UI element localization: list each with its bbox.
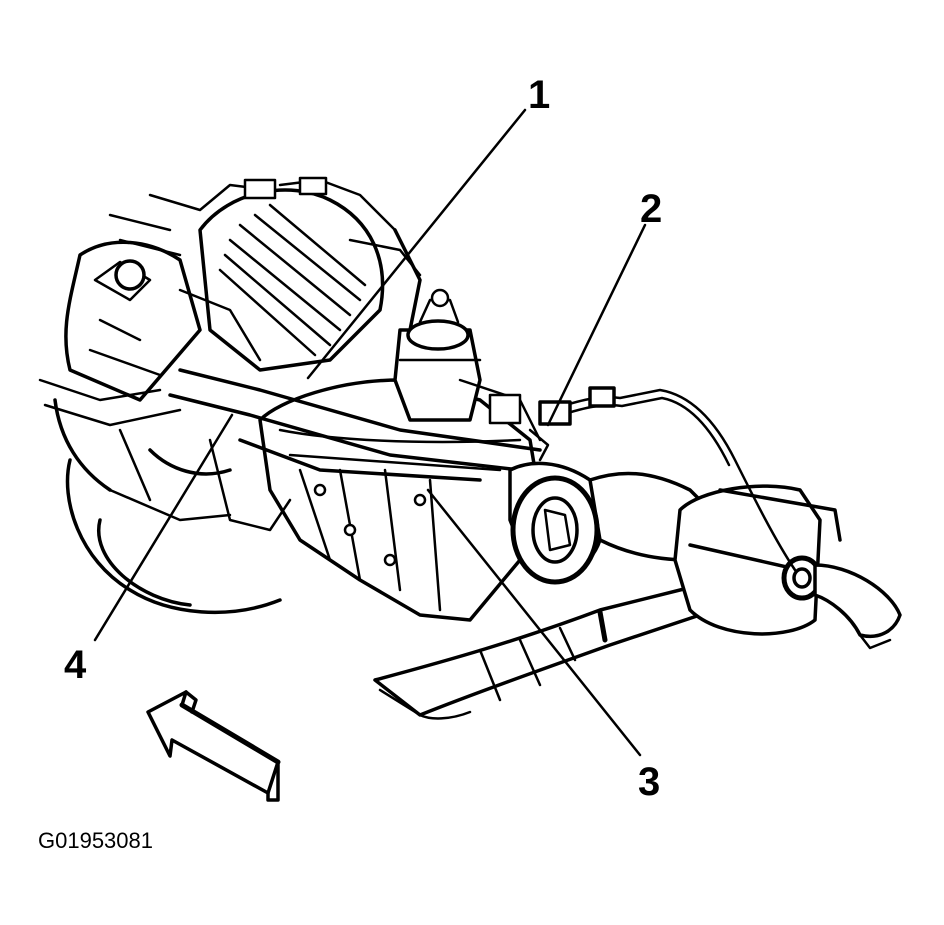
transmission-case xyxy=(168,368,542,622)
callout-number-4: 4 xyxy=(64,643,87,687)
frame-rail xyxy=(373,578,772,720)
leader-line-3 xyxy=(426,488,642,757)
front-direction-arrow-icon xyxy=(146,690,281,802)
callout-number-3: 3 xyxy=(638,760,660,804)
leader-line-1 xyxy=(306,108,527,380)
catalytic-converter xyxy=(588,471,902,650)
engine-left-side xyxy=(38,240,282,615)
callout-number-1: 1 xyxy=(528,73,550,117)
figure-id: G01953081 xyxy=(38,828,153,853)
leader-line-4 xyxy=(93,413,234,642)
output-yoke xyxy=(508,461,602,585)
leader-lines xyxy=(93,108,647,757)
engine-top xyxy=(108,176,422,372)
leader-line-2 xyxy=(546,223,647,427)
callout-number-2: 2 xyxy=(640,187,662,231)
shift-tower xyxy=(393,288,542,442)
